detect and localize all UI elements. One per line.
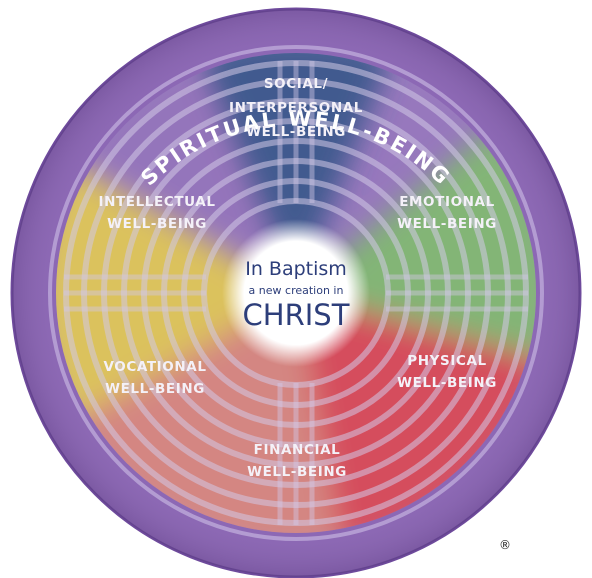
center-circle [222,219,370,367]
social-label-line-1: SOCIAL/ [264,76,328,92]
financial-label-line-1: FINANCIAL [254,442,341,458]
registered-trademark: ® [499,538,511,552]
label-financial: FINANCIAL WELL-BEING [247,442,347,480]
label-intellectual: INTELLECTUAL WELL-BEING [98,194,215,232]
physical-label-line-2: WELL-BEING [397,375,497,391]
intellectual-label-line-2: WELL-BEING [107,216,207,232]
emotional-label-line-2: WELL-BEING [397,216,497,232]
social-label-line-3: WELL-BEING [246,124,346,140]
physical-label-line-1: PHYSICAL [407,353,486,369]
center-line-christ: CHRIST [243,298,350,332]
label-emotional: EMOTIONAL WELL-BEING [397,194,497,232]
vocational-label-line-1: VOCATIONAL [103,359,206,375]
emotional-label-line-1: EMOTIONAL [399,194,495,210]
vocational-label-line-2: WELL-BEING [105,381,205,397]
financial-label-line-2: WELL-BEING [247,464,347,480]
center-line-new-creation: a new creation in [249,284,344,297]
label-physical: PHYSICAL WELL-BEING [397,353,497,391]
label-social: SOCIAL/ INTERPERSONAL WELL-BEING [229,76,363,140]
center-line-baptism: In Baptism [245,258,347,280]
intellectual-label-line-1: INTELLECTUAL [98,194,215,210]
label-vocational: VOCATIONAL WELL-BEING [103,359,206,397]
social-label-line-2: INTERPERSONAL [229,100,363,116]
